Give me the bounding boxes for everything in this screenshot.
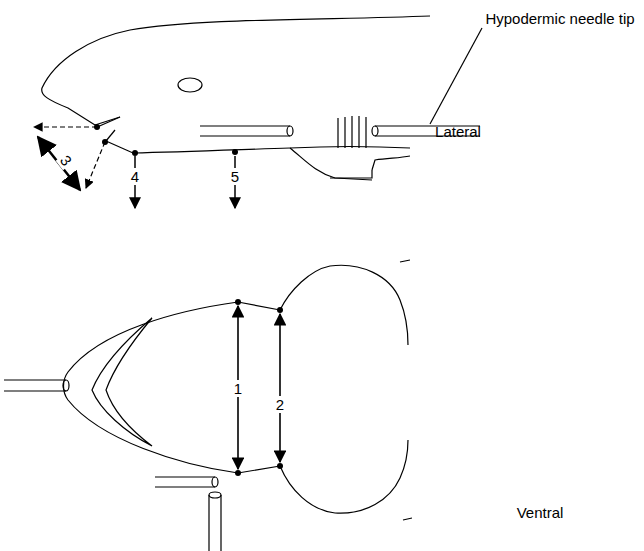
callout-number: 3 — [56, 150, 77, 170]
callout-number: 4 — [129, 168, 141, 185]
annotation-label: Hypodermic needle tip — [485, 11, 634, 26]
callout-number: 2 — [274, 396, 286, 413]
view-label: Lateral — [435, 124, 481, 139]
view-label: Ventral — [517, 505, 564, 520]
callout-number: 5 — [229, 168, 241, 185]
callout-number: 1 — [232, 380, 244, 397]
